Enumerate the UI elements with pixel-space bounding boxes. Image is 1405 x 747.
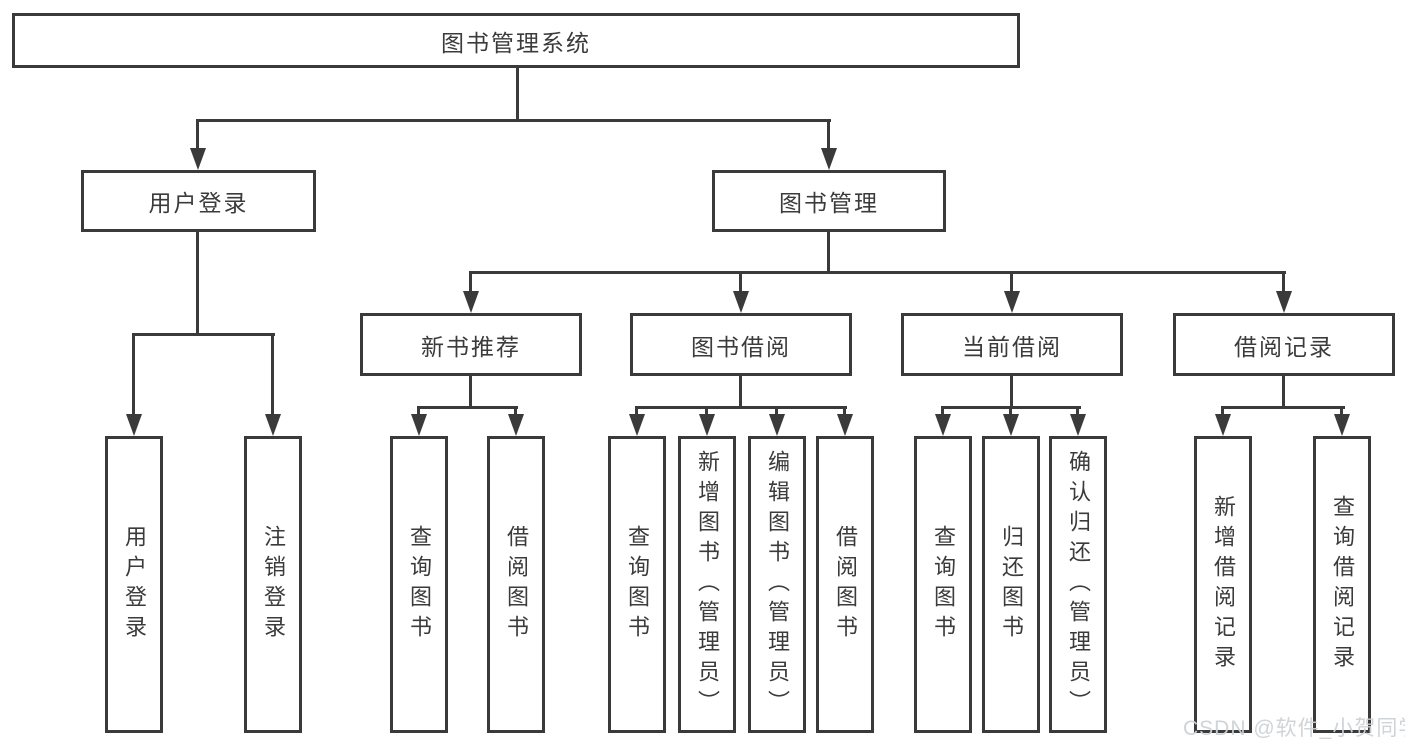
connector-line	[1010, 271, 1013, 293]
node-new-book-recommend: 新书推荐	[360, 313, 582, 376]
leaf-edit-books-admin: 编辑图书（管理员）	[748, 436, 806, 733]
connector-line	[469, 271, 472, 293]
leaf-query-books-2: 查询图书	[608, 436, 666, 733]
leaf-label: 用户登录	[122, 524, 147, 645]
connector-line	[635, 406, 638, 418]
connector-line	[827, 120, 830, 150]
connector-line	[271, 333, 274, 416]
arrow-down-icon	[508, 414, 524, 436]
connector-line	[132, 333, 135, 416]
leaf-confirm-return-admin: 确认归还（管理员）	[1049, 436, 1107, 733]
arrow-down-icon	[1003, 414, 1019, 436]
leaf-query-books-1: 查询图书	[390, 436, 448, 733]
node-label: 图书借阅	[691, 333, 791, 360]
arrow-down-icon	[699, 414, 715, 436]
node-label: 新书推荐	[421, 333, 521, 360]
connector-line	[516, 68, 519, 121]
connector-line	[705, 406, 708, 418]
connector-line	[1221, 406, 1224, 418]
leaf-query-borrow-record: 查询借阅记录	[1313, 436, 1371, 733]
node-label: 用户登录	[148, 190, 249, 216]
connector-line	[739, 271, 742, 293]
arrow-down-icon	[769, 414, 785, 436]
arrow-down-icon	[1276, 291, 1292, 313]
arrow-down-icon	[935, 414, 951, 436]
connector-line	[739, 376, 742, 408]
leaf-query-books-3: 查询图书	[914, 436, 972, 733]
leaf-label: 注销登录	[261, 524, 286, 645]
arrow-down-icon	[190, 148, 206, 170]
connector-line	[1010, 376, 1013, 408]
connector-line	[775, 406, 778, 418]
connector-line	[514, 406, 517, 418]
node-label: 图书管理	[779, 190, 879, 216]
connector-line	[1076, 406, 1079, 418]
leaf-label: 归还图书	[999, 524, 1024, 645]
connector-line	[196, 119, 831, 122]
node-root-label: 图书管理系统	[441, 29, 591, 56]
node-root: 图书管理系统	[12, 13, 1020, 68]
arrow-down-icon	[1070, 414, 1086, 436]
leaf-label: 查询图书	[407, 524, 432, 645]
leaf-label: 编辑图书（管理员）	[765, 449, 790, 720]
leaf-label: 借阅图书	[833, 524, 858, 645]
connector-line	[843, 406, 846, 418]
leaf-label: 查询借阅记录	[1330, 494, 1355, 675]
connector-line	[635, 406, 847, 409]
node-user-login: 用户登录	[81, 170, 316, 232]
arrow-down-icon	[733, 291, 749, 313]
arrow-down-icon	[1004, 291, 1020, 313]
arrow-down-icon	[265, 414, 281, 436]
connector-line	[827, 232, 830, 273]
leaf-logout: 注销登录	[244, 436, 302, 733]
leaf-label: 确认归还（管理员）	[1066, 449, 1091, 720]
connector-line	[417, 406, 420, 418]
leaf-label: 查询图书	[625, 524, 650, 645]
connector-line	[196, 232, 199, 335]
arrow-down-icon	[411, 414, 427, 436]
node-book-borrowing: 图书借阅	[630, 313, 852, 376]
leaf-borrow-books-1: 借阅图书	[487, 436, 545, 733]
node-book-management: 图书管理	[712, 170, 946, 232]
connector-line	[132, 333, 275, 336]
connector-line	[1009, 406, 1012, 418]
leaf-label: 新增图书（管理员）	[695, 449, 720, 720]
arrow-down-icon	[629, 414, 645, 436]
connector-line	[1221, 406, 1345, 409]
arrow-down-icon	[126, 414, 142, 436]
connector-line	[469, 376, 472, 408]
node-label: 借阅记录	[1234, 333, 1334, 360]
arrow-down-icon	[1215, 414, 1231, 436]
connector-line	[417, 406, 518, 409]
leaf-return-books: 归还图书	[982, 436, 1040, 733]
connector-line	[941, 406, 944, 418]
connector-line	[196, 120, 199, 150]
connector-line	[1282, 376, 1285, 408]
node-current-borrowing: 当前借阅	[901, 313, 1123, 376]
leaf-add-borrow-record: 新增借阅记录	[1194, 436, 1252, 733]
leaf-label: 新增借阅记录	[1211, 494, 1236, 675]
node-borrowing-records: 借阅记录	[1173, 313, 1395, 376]
arrow-down-icon	[821, 148, 837, 170]
arrow-down-icon	[837, 414, 853, 436]
leaf-borrow-books-2: 借阅图书	[816, 436, 874, 733]
leaf-label: 借阅图书	[504, 524, 529, 645]
arrow-down-icon	[1334, 414, 1350, 436]
connector-line	[469, 271, 1286, 274]
leaf-label: 查询图书	[931, 524, 956, 645]
csdn-watermark: CSDN @软件_小贺同学	[1183, 717, 1405, 740]
connector-line	[1340, 406, 1343, 418]
arrow-down-icon	[463, 291, 479, 313]
connector-line	[1282, 271, 1285, 293]
leaf-add-books-admin: 新增图书（管理员）	[678, 436, 736, 733]
leaf-user-login: 用户登录	[105, 436, 163, 733]
node-label: 当前借阅	[962, 333, 1062, 360]
